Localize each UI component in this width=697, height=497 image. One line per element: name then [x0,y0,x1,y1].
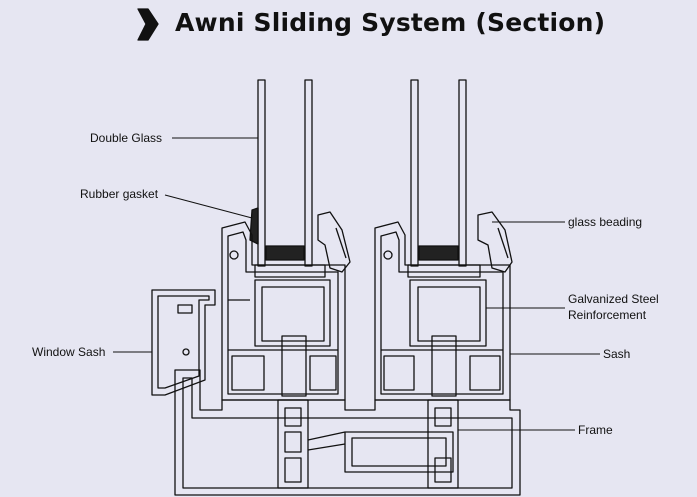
label-sash: Sash [603,347,631,361]
title-arrow-icon [137,8,159,41]
right-spacer [418,245,459,261]
label-frame: Frame [578,423,613,437]
leader-lines [113,137,600,431]
right-double-glass [410,79,467,267]
left-sash [221,211,351,401]
label-galvanized-steel: Galvanized Steel [568,292,659,306]
left-spacer [265,245,305,261]
label-double-glass: Double Glass [90,131,163,145]
right-sash [374,211,513,401]
label-window-sash: Window Sash [32,345,106,359]
label-reinforcement: Reinforcement [568,308,647,322]
frame [174,369,521,496]
page-title: Awni Sliding System (Section) [175,8,606,37]
label-glass-beading: glass beading [568,215,643,229]
window-sash [151,289,216,396]
left-double-glass [257,79,313,267]
rubber-gasket [249,207,259,245]
label-rubber-gasket: Rubber gasket [80,187,159,201]
